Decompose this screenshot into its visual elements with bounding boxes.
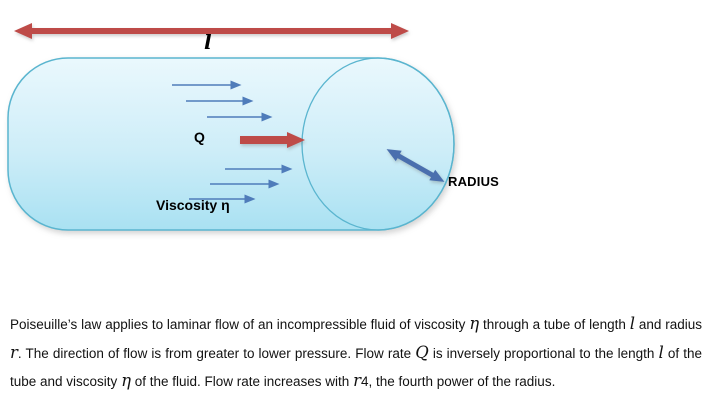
- math-variable-q: Q: [415, 342, 429, 362]
- math-variable-r: r: [353, 371, 361, 390]
- math-variable-eta: η: [469, 314, 480, 333]
- body-text-segment: 4, the fourth power of the radius.: [360, 374, 556, 389]
- tube-body: [7, 57, 455, 231]
- diagram-canvas: [7, 23, 455, 231]
- length-label: l: [204, 30, 212, 54]
- body-text-segment: . The direction of flow is from greater …: [17, 345, 416, 361]
- math-variable-l: l: [658, 342, 664, 362]
- radius-arrow: [386, 149, 445, 182]
- math-variable-r: r: [10, 342, 18, 362]
- math-variable-eta: η: [121, 371, 131, 390]
- radius-label: RADIUS: [448, 174, 500, 189]
- viscosity-label: Viscosity η: [156, 197, 230, 213]
- body-text-segment: Poiseuille’s law applies to laminar flow…: [10, 317, 470, 332]
- body-text-segment: is inversely proportional to the length: [428, 345, 659, 361]
- body-text-segment: and radius: [635, 317, 702, 332]
- math-variable-l: l: [629, 314, 636, 333]
- body-text-segment: through a tube of length: [479, 317, 630, 332]
- body-text-segment: of the fluid. Flow rate increases with: [130, 374, 354, 389]
- flow-rate-label: Q: [194, 129, 205, 145]
- body-text-segment: of the tube and viscosity: [10, 345, 703, 390]
- caption-text: Poiseuille’s law applies to laminar flow…: [10, 311, 702, 397]
